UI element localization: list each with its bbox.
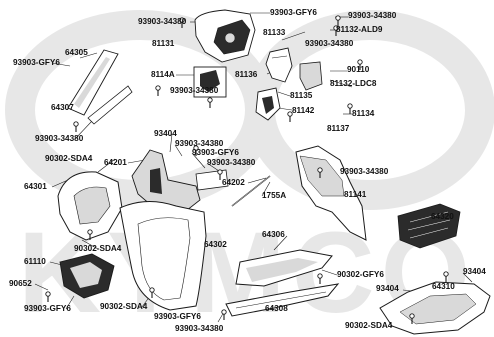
callout-93903-34380: 93903-34380 <box>138 17 187 26</box>
callout-8114a: 8114A <box>151 70 175 79</box>
callout-81141: 81141 <box>344 190 367 199</box>
callout-81132-ald9: 81132-ALD9 <box>336 25 383 34</box>
callout-81135: 81135 <box>290 91 313 100</box>
part-81136-bracket <box>265 47 323 91</box>
callout-81137: 81137 <box>327 124 350 133</box>
callout-93404: 93404 <box>376 284 399 293</box>
callout-81136: 81136 <box>235 70 258 79</box>
callout-90302-sda4: 90302-SDA4 <box>100 302 148 311</box>
callout-61110: 61110 <box>24 257 46 266</box>
callout-81133: 81133 <box>263 28 286 37</box>
part-64310-rear-cover <box>379 281 491 335</box>
callout-81132-ldc8: 81132-LDC8 <box>330 79 377 88</box>
callout-64305: 64305 <box>65 48 88 57</box>
callout-1755a: 1755A <box>262 191 287 200</box>
part-81131-panel-cover <box>194 9 256 63</box>
callout-64320: 64320 <box>431 212 454 221</box>
callout-81142: 81142 <box>292 106 315 115</box>
part-64305-side-rail <box>67 49 133 125</box>
callout-93903-34380: 93903-34380 <box>170 86 219 95</box>
callout-93903-34380: 93903-34380 <box>340 167 389 176</box>
callout-64308: 64308 <box>265 304 288 313</box>
callout-64307: 64307 <box>51 103 74 112</box>
callout-81134: 81134 <box>352 109 375 118</box>
callout-93903-gfy6: 93903-GFY6 <box>13 58 60 67</box>
callout-81131: 81131 <box>152 39 175 48</box>
part-64320-floor-mat <box>397 203 461 249</box>
part-64301-front-shield <box>57 171 123 241</box>
callout-90302-sda4: 90302-SDA4 <box>45 154 93 163</box>
part-81142-holder <box>255 87 281 121</box>
callout-90302-sda4: 90302-SDA4 <box>345 321 393 330</box>
part-64306-side-cover <box>235 249 333 287</box>
part-61110-fender <box>59 253 115 299</box>
part-1755a-rod <box>231 175 271 207</box>
callout-93903-34380: 93903-34380 <box>348 11 397 20</box>
part-8114a-boxed <box>193 66 227 98</box>
callout-93903-34380: 93903-34380 <box>305 39 354 48</box>
callout-93903-34380: 93903-34380 <box>207 158 256 167</box>
callout-90302-sda4: 90302-SDA4 <box>74 244 122 253</box>
callout-64201: 64201 <box>104 158 127 167</box>
callout-64202: 64202 <box>222 178 245 187</box>
callout-93404: 93404 <box>154 129 177 138</box>
callout-93903-gfy6: 93903-GFY6 <box>270 8 317 17</box>
callout-90302-gfy6: 90302-GFY6 <box>337 270 384 279</box>
callout-93404: 93404 <box>463 267 486 276</box>
callout-93903-gfy6: 93903-GFY6 <box>154 312 201 321</box>
callout-64301: 64301 <box>24 182 47 191</box>
part-64308-side-skirt <box>225 283 340 317</box>
part-81141-floor-side <box>295 145 367 241</box>
part-64201-frame-cover <box>131 149 229 215</box>
callout-64306: 64306 <box>262 230 285 239</box>
callout-93903-gfy6: 93903-GFY6 <box>24 304 71 313</box>
callout-93903-34380: 93903-34380 <box>175 324 224 333</box>
callout-90110: 90110 <box>347 65 370 74</box>
callout-90652: 90652 <box>9 279 32 288</box>
callout-93903-34380: 93903-34380 <box>35 134 84 143</box>
part-64302-leg-shield <box>119 201 207 311</box>
callout-93903-gfy6: 93903-GFY6 <box>192 148 239 157</box>
callout-64302: 64302 <box>204 240 227 249</box>
callout-64310: 64310 <box>432 282 455 291</box>
callout-93903-34380: 93903-34380 <box>175 139 224 148</box>
